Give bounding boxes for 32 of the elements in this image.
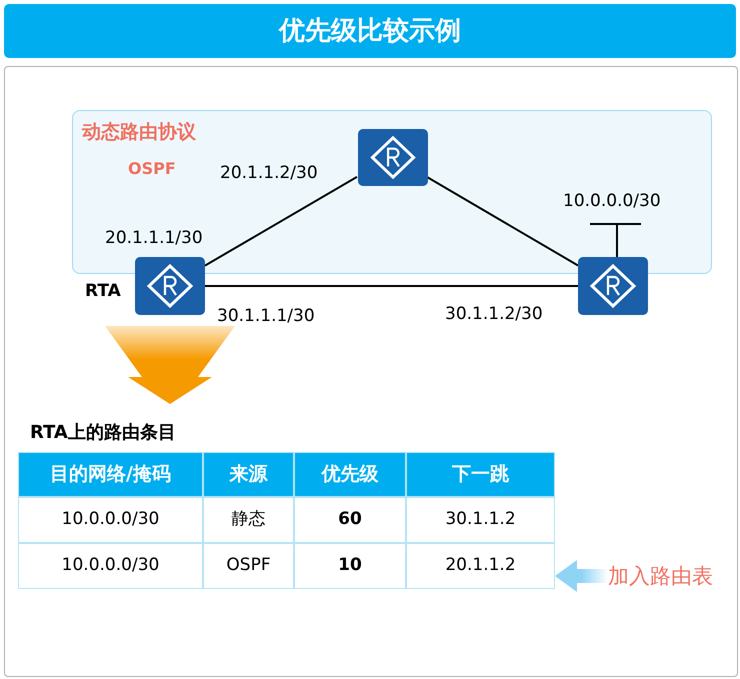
- protocol-region: [72, 110, 712, 274]
- protocol-name: OSPF: [128, 159, 176, 178]
- table-cell: 60: [294, 497, 406, 543]
- table-title: RTA上的路由条目: [30, 421, 176, 444]
- router-icon: [358, 129, 428, 186]
- table-cell: 静态: [203, 497, 294, 543]
- header-cell: 目的网络/掩码: [18, 452, 203, 497]
- interface-address: 20.1.1.2/30: [220, 163, 318, 183]
- table-cell: OSPF: [203, 543, 294, 589]
- region-heading: 动态路由协议: [82, 120, 196, 145]
- interface-address: 20.1.1.1/30: [105, 228, 203, 248]
- interface-address: 10.0.0.0/30: [563, 191, 661, 211]
- interface-address: 30.1.1.2/30: [445, 304, 543, 324]
- header-cell: 优先级: [294, 452, 406, 497]
- title-banner: 优先级比较示例: [4, 4, 736, 58]
- link-line: [426, 176, 578, 266]
- block-arrow: [105, 326, 235, 404]
- table-cell: 30.1.1.2: [406, 497, 555, 543]
- interface-address: 30.1.1.1/30: [217, 306, 315, 326]
- link-line: [205, 285, 578, 287]
- router-icon: [135, 257, 205, 315]
- header-cell: 下一跳: [406, 452, 555, 497]
- table-cell: 10: [294, 543, 406, 589]
- link-line: [204, 176, 358, 266]
- table-cell: 10.0.0.0/30: [18, 543, 203, 589]
- note-text: 加入路由表: [608, 560, 733, 592]
- table-cell: 10.0.0.0/30: [18, 497, 203, 543]
- router-name: RTA: [85, 281, 121, 301]
- header-cell: 来源: [203, 452, 294, 497]
- router-icon: [578, 257, 648, 315]
- block-arrow: [555, 560, 608, 592]
- table-cell: 20.1.1.2: [406, 543, 555, 589]
